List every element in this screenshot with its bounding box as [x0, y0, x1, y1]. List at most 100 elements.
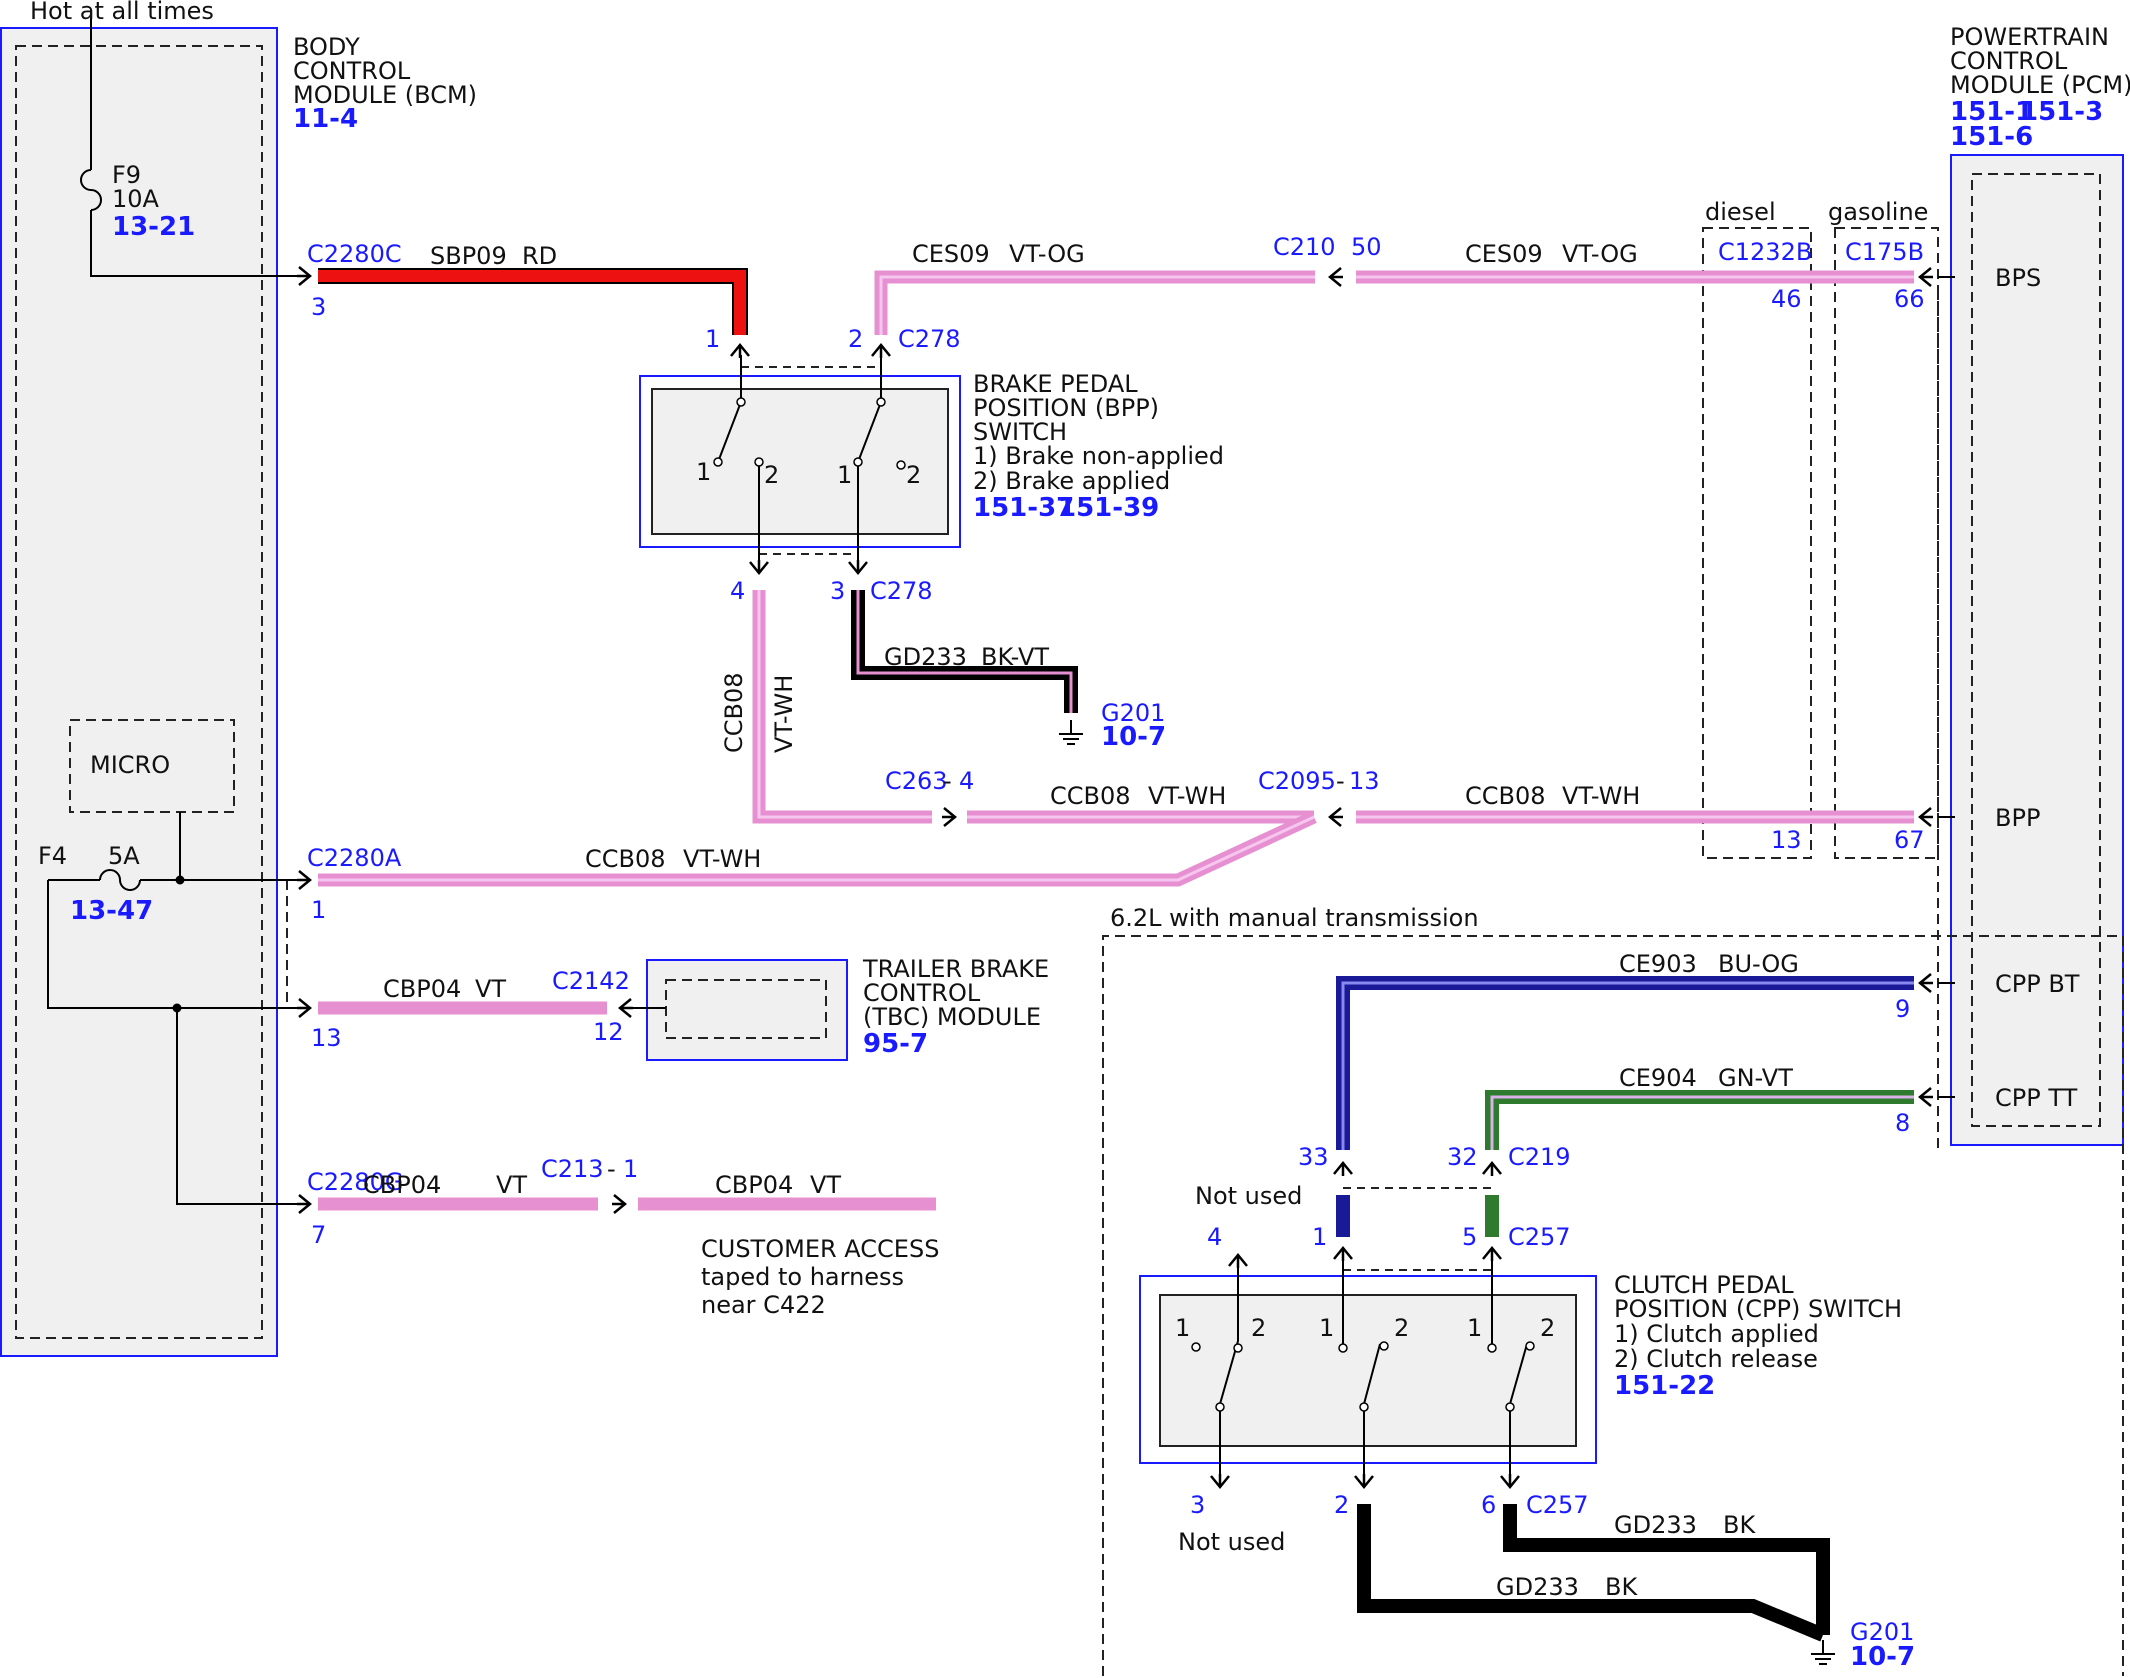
g201-a-name: G201	[1101, 699, 1165, 727]
f9-to-c2280c	[90, 210, 297, 277]
ccb08-a-circuit: CCB08	[585, 845, 666, 873]
pin-c257-2: 2	[1334, 1491, 1349, 1519]
cpp-ref[interactable]: 151-22	[1614, 1371, 1715, 1401]
pin-c210-50: 50	[1351, 233, 1382, 261]
pin-c257-3: 3	[1190, 1491, 1205, 1519]
ce904-color: GN-VT	[1718, 1064, 1793, 1092]
f9-ref[interactable]: 13-21	[112, 212, 195, 242]
ccb08-v-circuit: CCB08	[720, 672, 748, 753]
wire-ccb08-c2280a	[318, 811, 1317, 887]
micro-junction	[175, 875, 185, 885]
c213-separator: -	[607, 1155, 616, 1183]
cbp04-a-circuit: CBP04	[383, 975, 461, 1003]
bpp-title-3: SWITCH	[973, 418, 1067, 446]
pin-c278-4: 4	[730, 577, 745, 605]
ccb08-c-color: VT-WH	[1562, 782, 1640, 810]
bpp-contact-a2	[754, 457, 764, 467]
gd233-a-color: BK-VT	[981, 643, 1049, 671]
c278-bottom-label: C278	[870, 577, 933, 605]
bpp-pivot-a	[736, 397, 746, 407]
ground-icon	[1810, 1639, 1836, 1665]
pin-c2280a-13: 13	[311, 1024, 342, 1052]
g201-a-ref[interactable]: 10-7	[1101, 722, 1166, 752]
c2280a-label: C2280A	[307, 844, 402, 872]
cpp-state-1: 1) Clutch applied	[1614, 1320, 1819, 1348]
cbp04-a-color: VT	[475, 975, 506, 1003]
pin-c257-1: 1	[1312, 1223, 1327, 1251]
cpp-title-2: POSITION (CPP) SWITCH	[1614, 1295, 1902, 1323]
pcm-ref-1[interactable]: 151-1	[1950, 97, 2033, 127]
bcm-ref[interactable]: 11-4	[293, 104, 358, 134]
pin-pcm-8: 8	[1895, 1109, 1910, 1137]
ce903-circuit: CE903	[1619, 950, 1697, 978]
cpp-pos-4: 2	[1394, 1314, 1409, 1342]
cpp-b-pivot	[1359, 1402, 1369, 1412]
bpp-title-2: POSITION (BPP)	[973, 394, 1159, 422]
micro-label: MICRO	[90, 751, 170, 779]
pcm-module-box	[1950, 154, 2124, 1146]
pcm-pin-bpp: BPP	[1995, 804, 2040, 832]
f4-rating: 5A	[108, 842, 140, 870]
cbp04-b-color: VT	[496, 1171, 527, 1199]
pcm-title-2: CONTROL	[1950, 47, 2068, 75]
gd233-b-circuit: GD233	[1614, 1511, 1697, 1539]
f9-name: F9	[112, 161, 141, 189]
gd233-a-circuit: GD233	[884, 643, 967, 671]
f9-rating: 10A	[112, 185, 160, 213]
ces09-a-color: VT-OG	[1009, 240, 1085, 268]
manual-transmission-group-box	[1102, 935, 2124, 1676]
bpp-ref-2[interactable]: 151-39	[1058, 493, 1159, 523]
pcm-pin-cpp-bt: CPP BT	[1995, 970, 2080, 998]
c257-bottom-label: C257	[1526, 1491, 1589, 1519]
customer-access-3: near C422	[701, 1291, 826, 1319]
diesel-group-box	[1702, 227, 1812, 859]
bpp-title-1: BRAKE PEDAL	[973, 370, 1138, 398]
diesel-label: diesel	[1705, 198, 1776, 226]
pcm-pin-bps: BPS	[1995, 264, 2041, 292]
pin-c2095-13: 13	[1349, 767, 1380, 795]
pin-c1232b-46: 46	[1771, 285, 1802, 313]
c175b-label: C175B	[1845, 238, 1924, 266]
ccb08-b-circuit: CCB08	[1050, 782, 1131, 810]
tbc-module-box	[646, 959, 848, 1061]
pin-c2142-12: 12	[593, 1018, 624, 1046]
cpp-pos-1: 1	[1175, 1314, 1190, 1342]
cbp04-b-circuit: CBP04	[363, 1171, 441, 1199]
c2280g-label: C2280G	[307, 1168, 403, 1196]
pin-c1232b-13: 13	[1771, 826, 1802, 854]
pin-c257-5: 5	[1462, 1223, 1477, 1251]
ces09-b-circuit: CES09	[1465, 240, 1543, 268]
g201-b-ref[interactable]: 10-7	[1850, 1642, 1915, 1672]
pin-c278-2: 2	[848, 325, 863, 353]
cpp-a-pivot	[1215, 1402, 1225, 1412]
pcm-title-1: POWERTRAIN	[1950, 23, 2109, 51]
pcm-title-3: MODULE (PCM)	[1950, 71, 2130, 99]
cpp-pos-6: 2	[1540, 1314, 1555, 1342]
cpp-pos-2: 2	[1251, 1314, 1266, 1342]
ces09-b-color: VT-OG	[1562, 240, 1638, 268]
bpp-contact-b1	[853, 457, 863, 467]
cpp-a-contact1	[1191, 1342, 1201, 1352]
tbc-ref[interactable]: 95-7	[863, 1029, 928, 1059]
pin-pcm-9: 9	[1895, 995, 1910, 1023]
pcm-ref-3[interactable]: 151-6	[1950, 122, 2033, 152]
cpp-title-1: CLUTCH PEDAL	[1614, 1271, 1794, 1299]
pcm-ref-2[interactable]: 151-3	[2020, 97, 2103, 127]
tbc-title-2: CONTROL	[863, 979, 981, 1007]
bpp-pos-1: 1	[696, 458, 711, 486]
cpp-pos-3: 1	[1319, 1314, 1334, 1342]
manual-group-label: 6.2L with manual transmission	[1110, 904, 1479, 932]
cpp-switch-body	[1159, 1294, 1577, 1447]
c2142-label: C2142	[552, 967, 630, 995]
ce903-color: BU-OG	[1718, 950, 1799, 978]
bpp-pos-2: 2	[764, 461, 779, 489]
cpp-b-contact2	[1379, 1341, 1389, 1351]
bpp-state-2: 2) Brake applied	[973, 467, 1170, 495]
cbp04-c-circuit: CBP04	[715, 1171, 793, 1199]
c219-label: C219	[1508, 1143, 1571, 1171]
bpp-ref-1[interactable]: 151-37	[973, 493, 1074, 523]
f4-ref[interactable]: 13-47	[70, 896, 153, 926]
not-used-top: Not used	[1195, 1182, 1302, 1210]
c210-label: C210	[1273, 233, 1336, 261]
